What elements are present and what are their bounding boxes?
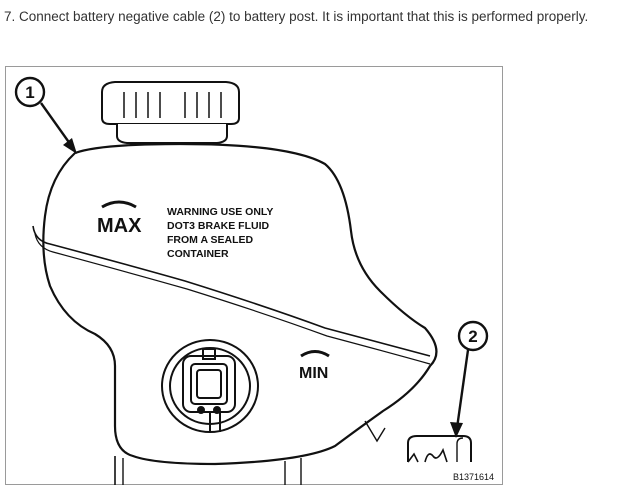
brake-reservoir-illustration: MAX MIN WARNING USE ONLY DOT3 BRAKE FLUI… [5,66,503,485]
max-level-marker: MAX [97,200,142,237]
callout-1-number: 1 [25,83,34,102]
reservoir-cap [101,81,240,144]
callout-1: 1 [14,76,77,154]
level-sensor-connector [161,339,259,433]
min-level-label: MIN [299,365,328,382]
warning-line-3: FROM A SEALED [167,234,254,246]
callout-2: 2 [450,320,489,438]
warning-line-1: WARNING USE ONLY [167,206,273,218]
figure-id-label: B1371614 [453,472,494,482]
max-level-label: MAX [97,215,142,237]
instruction-step-text: 7. Connect battery negative cable (2) to… [4,9,589,24]
warning-label: WARNING USE ONLY DOT3 BRAKE FLUID FROM A… [167,206,273,260]
callout-2-number: 2 [468,327,477,346]
warning-line-4: CONTAINER [167,248,229,260]
warning-line-2: DOT3 BRAKE FLUID [167,220,270,232]
min-level-marker: MIN [299,350,330,382]
reservoir-body [32,142,438,485]
battery-post [407,435,472,463]
